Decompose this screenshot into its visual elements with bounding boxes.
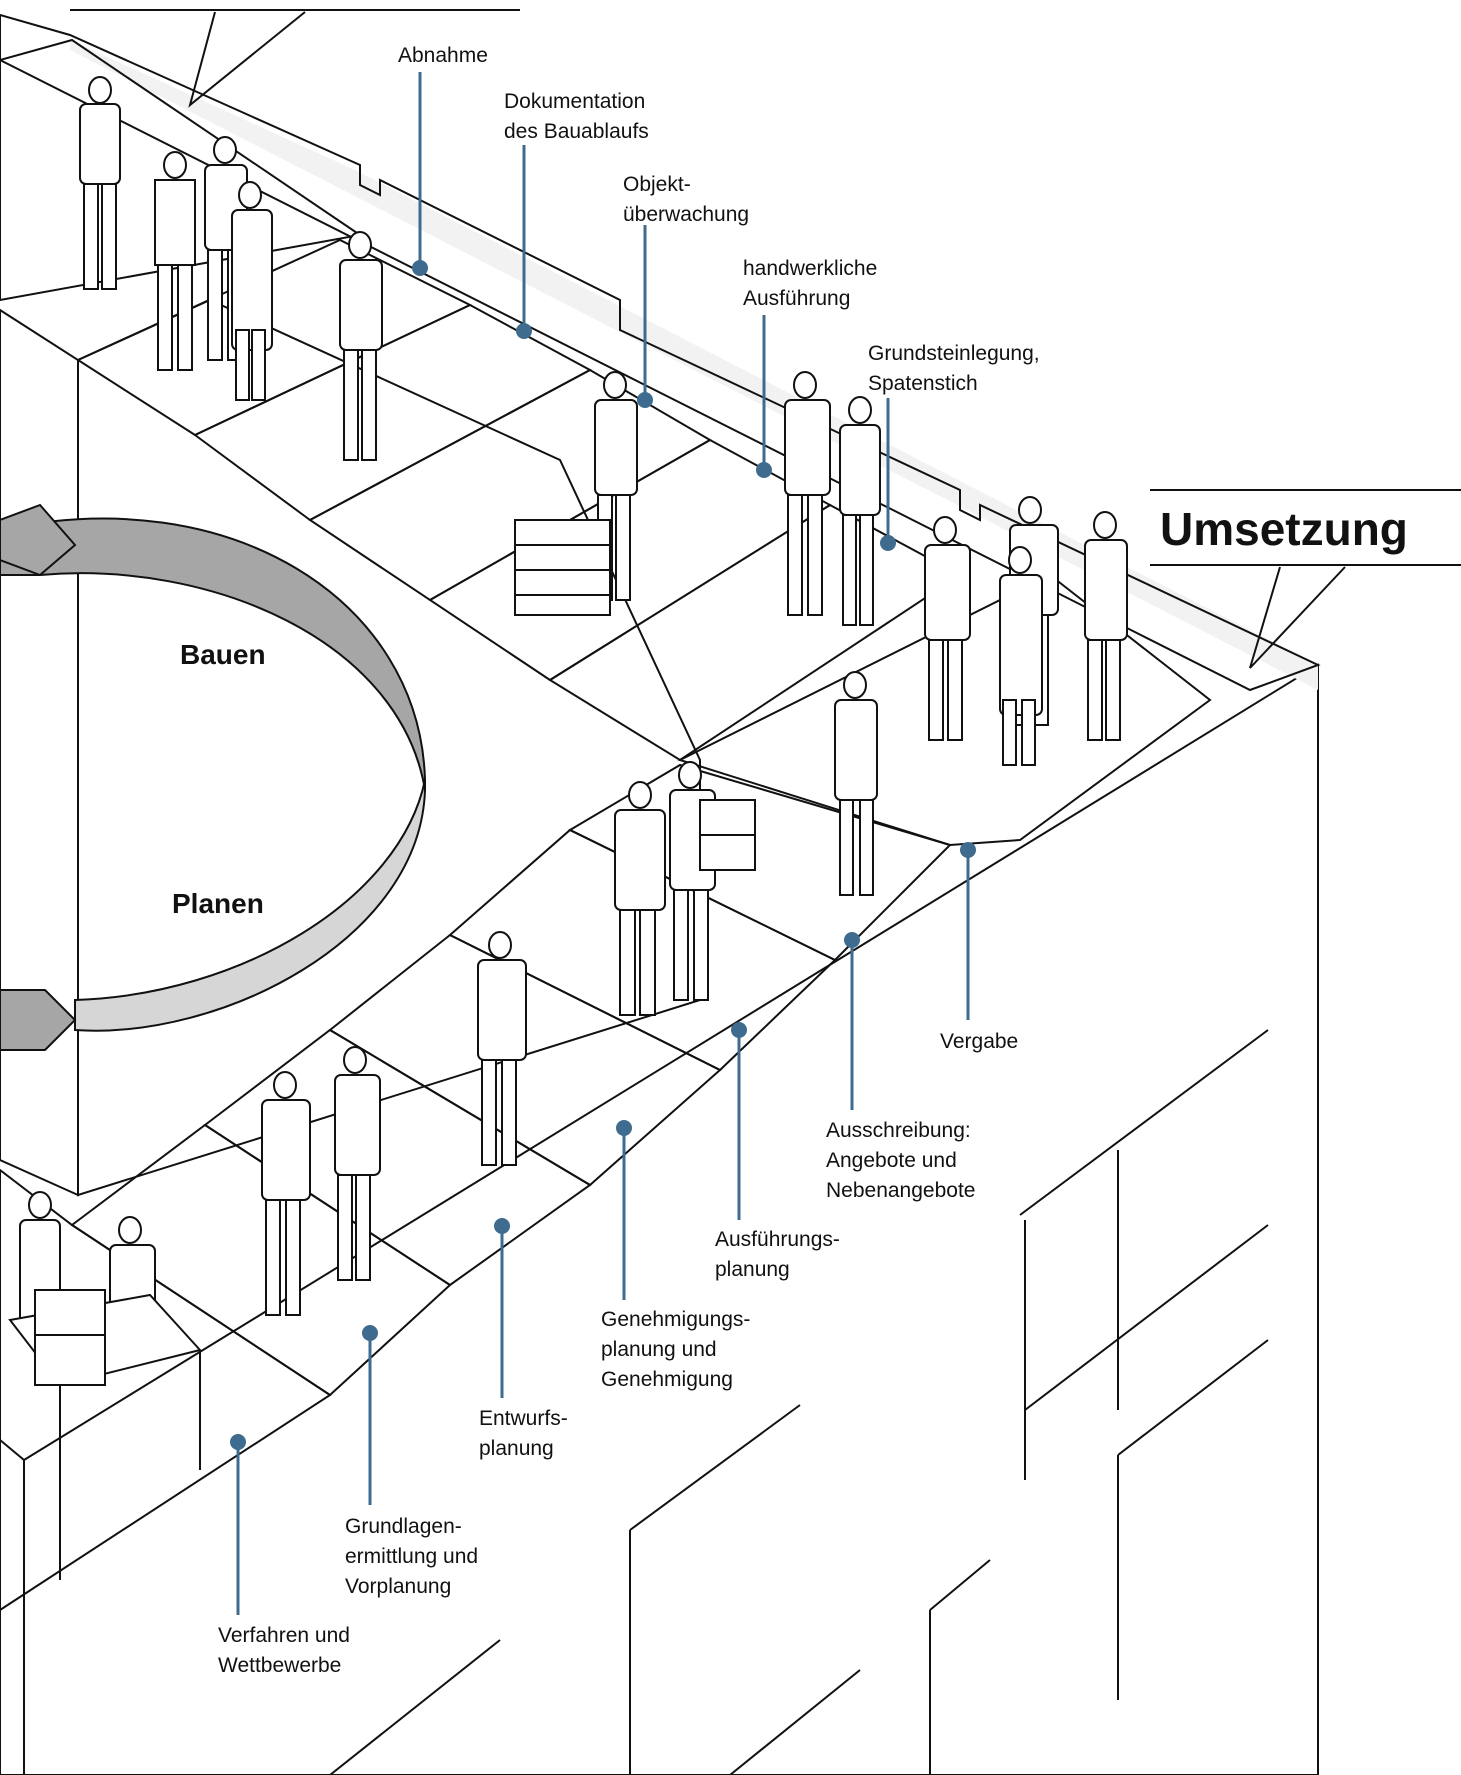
leader-dot-ausfuehrungsplanung [731,1022,747,1038]
cycle-label-planen: Planen [172,888,264,919]
person-figure [999,546,1043,766]
leader-dot-objektueberwachung [637,392,653,408]
umsetzung-title: Umsetzung [1160,503,1408,555]
person-figure [924,516,971,741]
step-label-vergabe: Vergabe [940,1030,1018,1053]
person-figure [834,671,878,896]
step-label-objektueberwachung: Objekt-überwachung [623,173,749,226]
building [0,663,1319,1775]
person-figure [339,231,383,461]
person-figure [154,151,196,371]
person-figure [839,396,881,626]
leader-dot-entwurf [494,1218,510,1234]
step-label-grundsteinlegung: Grundsteinlegung,Spatenstich [868,342,1040,395]
person-figure [614,781,666,1016]
leader-dot-ausfuehrung [756,462,772,478]
leader-dot-vergabe [960,842,976,858]
step-label-entwurf: Entwurfs-planung [479,1407,568,1460]
person-figure [334,1046,381,1281]
leader-dot-verfahren [230,1434,246,1450]
leader-dot-grundlagen [362,1325,378,1341]
person-figure [784,371,831,616]
brick-stack [514,519,611,616]
step-label-ausfuehrungsplanung: Ausführungs-planung [715,1228,840,1281]
person-figure [669,761,716,1001]
cycle-label-bauen: Bauen [180,639,266,670]
leader-dot-genehmigung [616,1120,632,1136]
person-figure [261,1071,311,1316]
cycle-arrows [0,503,426,1051]
person-figure [1084,511,1128,741]
person-figure [231,181,273,401]
step-label-abnahme: Abnahme [398,44,488,67]
leader-dot-ausschreibung [844,932,860,948]
person-figure [477,931,527,1166]
title-block: Umsetzung [1150,489,1461,669]
box-stack [34,1289,106,1386]
person-figure [79,76,121,290]
leader-dot-grundsteinlegung [880,535,896,551]
box-stack [699,799,756,871]
people-figures [8,76,1128,1580]
leader-dot-dokumentation [516,323,532,339]
step-leaders [230,72,976,1615]
top-callout [70,9,520,108]
leader-dot-abnahme [412,260,428,276]
